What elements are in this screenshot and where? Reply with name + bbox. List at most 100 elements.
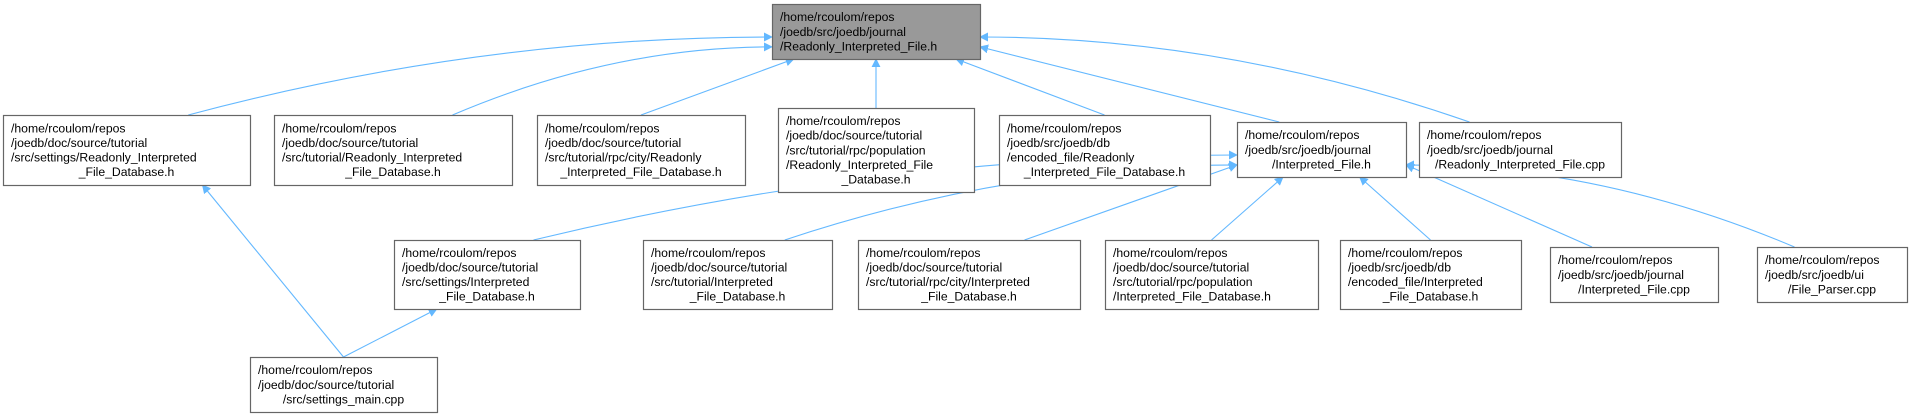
node-label-line: /joedb/src/joedb/journal (1427, 143, 1553, 157)
node-label-line: /Interpreted_File.h (1272, 157, 1371, 171)
edge-interpreted-h-to-root (979, 44, 1280, 123)
node-label-line: /joedb/doc/source/tutorial (786, 129, 922, 143)
node-tutorial-int[interactable]: /home/rcoulom/repos/joedb/doc/source/tut… (642, 239, 834, 311)
node-label-line: /home/rcoulom/repos (651, 246, 765, 260)
node-box (1104, 239, 1320, 311)
node-encoded-ro[interactable]: /home/rcoulom/repos/joedb/src/joedb/db/e… (998, 114, 1212, 187)
node-box (2, 114, 252, 187)
node-label-line: /home/rcoulom/repos (258, 363, 372, 377)
node-label-line: /encoded_file/Interpreted (1348, 275, 1483, 289)
node-label-line: _File_Database.h (689, 290, 786, 304)
node-label-line: /home/rcoulom/repos (1765, 253, 1879, 267)
node-label-line: /joedb/src/joedb/journal (780, 25, 906, 39)
node-settings-ro[interactable]: /home/rcoulom/repos/joedb/doc/source/tut… (2, 114, 252, 187)
node-label-line: /src/tutorial/rpc/population (1113, 275, 1253, 289)
node-box (998, 114, 1212, 187)
edge-city-ro-to-root (640, 57, 795, 116)
node-box (249, 356, 439, 414)
node-label-line: /home/rcoulom/repos (1348, 246, 1462, 260)
node-label-line: _File_Database.h (344, 165, 441, 179)
node-label-line: /joedb/doc/source/tutorial (282, 136, 418, 150)
node-label-line: /src/tutorial/Interpreted (651, 275, 773, 289)
node-interpreted-cpp[interactable]: /home/rcoulom/repos/joedb/src/joedb/jour… (1549, 246, 1720, 304)
node-box (777, 107, 976, 194)
node-label-line: _Interpreted_File_Database.h (1023, 165, 1185, 179)
node-box (393, 239, 582, 311)
node-label-line: /joedb/doc/source/tutorial (1113, 261, 1249, 275)
node-box (1339, 239, 1523, 311)
node-encoded-int[interactable]: /home/rcoulom/repos/joedb/src/joedb/db/e… (1339, 239, 1523, 311)
node-box (1549, 246, 1720, 304)
node-label-line: _File_Database.h (920, 290, 1017, 304)
node-label-line: /encoded_file/Readonly (1007, 151, 1135, 165)
node-label-line: /home/rcoulom/repos (11, 121, 125, 135)
node-label-line: /src/settings_main.cpp (283, 392, 404, 406)
node-settings-int[interactable]: /home/rcoulom/repos/joedb/doc/source/tut… (393, 239, 582, 311)
node-label-line: /Interpreted_File.cpp (1578, 282, 1690, 296)
node-root[interactable]: /home/rcoulom/repos/joedb/src/joedb/jour… (771, 3, 982, 61)
node-label-line: _File_Database.h (1382, 290, 1479, 304)
nodes: /home/rcoulom/repos/joedb/src/joedb/jour… (2, 3, 1909, 414)
node-label-line: /src/tutorial/rpc/population (786, 143, 926, 157)
node-label-line: /Readonly_Interpreted_File.cpp (1435, 157, 1605, 171)
node-label-line: /home/rcoulom/repos (1113, 246, 1227, 260)
node-ro-cpp[interactable]: /home/rcoulom/repos/joedb/src/joedb/jour… (1418, 121, 1623, 179)
node-label-line: /Readonly_Interpreted_File.h (780, 39, 937, 53)
edge-encoded-int-to-interpreted-h (1358, 176, 1431, 241)
edge-settings-main-to-settings-ro (201, 184, 344, 358)
node-box (1236, 121, 1408, 179)
node-tutorial-ro[interactable]: /home/rcoulom/repos/joedb/doc/source/tut… (273, 114, 514, 187)
edge-ro-cpp-to-root (979, 32, 1470, 123)
node-box (1756, 246, 1909, 304)
node-label-line: /joedb/doc/source/tutorial (402, 261, 538, 275)
edge-tutorial-ro-to-root (452, 42, 773, 116)
node-file-parser[interactable]: /home/rcoulom/repos/joedb/src/joedb/ui/F… (1756, 246, 1909, 304)
node-box (536, 114, 747, 187)
node-interpreted-h[interactable]: /home/rcoulom/repos/joedb/src/joedb/jour… (1236, 121, 1408, 179)
node-label-line: _File_Database.h (438, 290, 535, 304)
node-label-line: /joedb/src/joedb/ui (1765, 268, 1864, 282)
node-label-line: /home/rcoulom/repos (780, 10, 894, 24)
edge-settings-ro-to-root (188, 32, 773, 116)
node-label-line: /home/rcoulom/repos (282, 121, 396, 135)
node-label-line: /src/tutorial/Readonly_Interpreted (282, 151, 462, 165)
node-label-line: /src/tutorial/rpc/city/Interpreted (866, 275, 1030, 289)
node-label-line: /home/rcoulom/repos (545, 121, 659, 135)
node-label-line: /joedb/src/joedb/journal (1245, 143, 1371, 157)
node-label-line: /home/rcoulom/repos (1007, 121, 1121, 135)
node-label-line: /Readonly_Interpreted_File (786, 158, 933, 172)
node-label-line: /joedb/doc/source/tutorial (545, 136, 681, 150)
node-label-line: /File_Parser.cpp (1788, 282, 1876, 296)
edge-interpreted-cpp-to-interpreted-h (1405, 164, 1593, 248)
node-label-line: /home/rcoulom/repos (866, 246, 980, 260)
node-label-line: /joedb/src/joedb/db (1348, 261, 1451, 275)
node-population-int[interactable]: /home/rcoulom/repos/joedb/doc/source/tut… (1104, 239, 1320, 311)
node-box (273, 114, 514, 187)
node-label-line: /home/rcoulom/repos (786, 114, 900, 128)
node-label-line: /src/settings/Readonly_Interpreted (11, 151, 197, 165)
node-label-line: /home/rcoulom/repos (1427, 128, 1541, 142)
node-city-int[interactable]: /home/rcoulom/repos/joedb/doc/source/tut… (857, 239, 1082, 311)
node-label-line: /joedb/doc/source/tutorial (866, 261, 1002, 275)
edge-settings-main-to-settings-int (343, 308, 438, 358)
node-box (1418, 121, 1623, 179)
node-label-line: /joedb/doc/source/tutorial (11, 136, 147, 150)
node-label-line: /Interpreted_File_Database.h (1113, 290, 1271, 304)
node-label-line: /home/rcoulom/repos (1558, 253, 1672, 267)
node-city-ro[interactable]: /home/rcoulom/repos/joedb/doc/source/tut… (536, 114, 747, 187)
edge-population-int-to-interpreted-h (1211, 176, 1284, 241)
edge-encoded-ro-to-root (955, 57, 1105, 116)
node-box (857, 239, 1082, 311)
node-label-line: /home/rcoulom/repos (402, 246, 516, 260)
node-label-line: _Interpreted_File_Database.h (559, 165, 721, 179)
node-box (771, 3, 982, 61)
node-population-ro[interactable]: /home/rcoulom/repos/joedb/doc/source/tut… (777, 107, 976, 194)
node-label-line: /home/rcoulom/repos (1245, 128, 1359, 142)
node-label-line: /joedb/src/joedb/db (1007, 136, 1110, 150)
node-box (642, 239, 834, 311)
node-label-line: /joedb/doc/source/tutorial (651, 261, 787, 275)
node-settings-main[interactable]: /home/rcoulom/repos/joedb/doc/source/tut… (249, 356, 439, 414)
node-label-line: /joedb/doc/source/tutorial (258, 378, 394, 392)
node-label-line: _Database.h (840, 173, 910, 187)
